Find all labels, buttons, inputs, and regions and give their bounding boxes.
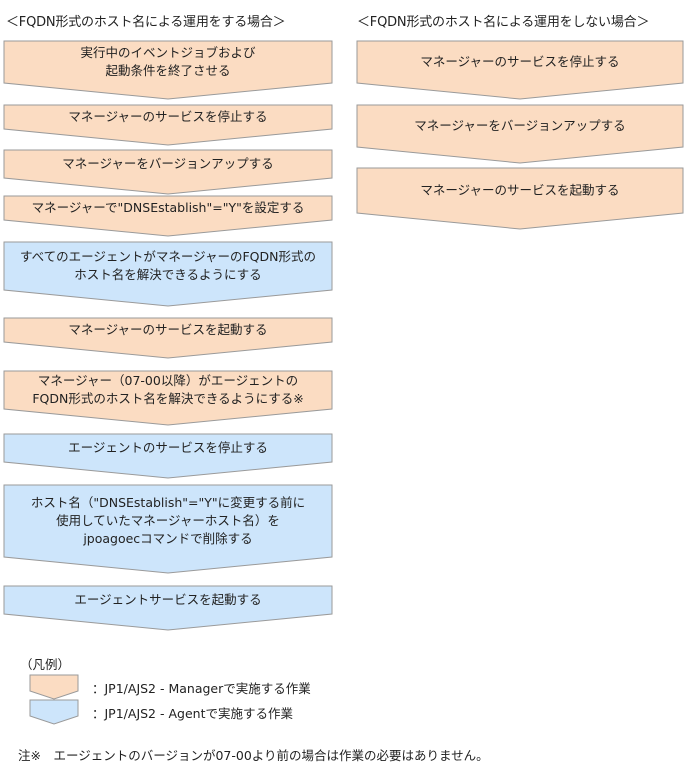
left-step-6: マネージャーのサービスを起動する — [3, 317, 333, 359]
left-step-5-text: すべてのエージェントがマネージャーのFQDN形式の — [20, 249, 316, 264]
left-step-9-text: 使用していたマネージャーホスト名）を — [56, 513, 280, 528]
right-step-2-text: マネージャーをバージョンアップする — [414, 118, 625, 133]
right-step-1-shape — [356, 40, 684, 100]
left-step-2: マネージャーのサービスを停止する — [3, 104, 333, 146]
left-step-9-shape — [3, 484, 333, 574]
left-step-10-text: エージェントサービスを起動する — [74, 592, 261, 607]
left-step-7-text: マネージャー（07-00以降）がエージェントの — [38, 373, 298, 388]
left-step-7: マネージャー（07-00以降）がエージェントの FQDN形式のホスト名を解決できる… — [3, 370, 333, 426]
left-step-9: ホスト名（"DNSEstablish"="Y"に変更する前に使用していたマネージ… — [3, 484, 333, 574]
left-step-10-shape — [3, 585, 333, 631]
left-step-2-text: マネージャーのサービスを停止する — [68, 109, 267, 124]
legend-title: （凡例） — [20, 657, 71, 672]
left-step-6-shape — [3, 317, 333, 359]
left-step-7-shape — [3, 370, 333, 426]
left-step-2-shape — [3, 104, 333, 146]
left-step-3: マネージャーをバージョンアップする — [3, 149, 333, 195]
left-step-9-text: ホスト名（"DNSEstablish"="Y"に変更する前に — [31, 495, 305, 510]
left-column-heading: ＜FQDN形式のホスト名による運用をする場合＞ — [6, 15, 286, 30]
right-step-1-text: マネージャーのサービスを停止する — [420, 54, 619, 69]
legend-manager-swatch — [29, 674, 79, 700]
left-step-10: エージェントサービスを起動する — [3, 585, 333, 631]
right-step-2: マネージャーをバージョンアップする — [356, 104, 684, 164]
left-step-3-shape — [3, 149, 333, 195]
left-step-8: エージェントのサービスを停止する — [3, 433, 333, 479]
right-step-3-shape — [356, 167, 684, 230]
legend-agent-swatch — [29, 699, 79, 725]
left-step-5-text: ホスト名を解決できるようにする — [74, 267, 261, 282]
left-step-4-text: マネージャーで"DNSEstablish"="Y"を設定する — [32, 200, 305, 215]
left-step-6-text: マネージャーのサービスを起動する — [68, 322, 267, 337]
left-step-5-shape — [3, 241, 333, 307]
right-column-heading: ＜FQDN形式のホスト名による運用をしない場合＞ — [357, 15, 650, 30]
left-step-7-text: FQDN形式のホスト名を解決できるようにする※ — [32, 391, 303, 406]
left-step-1-shape — [3, 40, 333, 100]
right-step-3: マネージャーのサービスを起動する — [356, 167, 684, 230]
left-step-3-text: マネージャーをバージョンアップする — [62, 156, 273, 171]
right-step-2-shape — [356, 104, 684, 164]
left-step-1-text: 起動条件を終了させる — [105, 63, 230, 78]
legend-manager-label: ：JP1/AJS2 - Managerで実施する作業 — [92, 681, 311, 696]
left-step-1-text: 実行中のイベントジョブおよび — [80, 45, 256, 60]
left-step-8-shape — [3, 433, 333, 479]
right-step-3-text: マネージャーのサービスを起動する — [420, 183, 619, 198]
left-step-4-shape — [3, 195, 333, 237]
footnote: 注※ エージェントのバージョンが07-00より前の場合は作業の必要はありません。 — [18, 748, 489, 763]
right-step-1: マネージャーのサービスを停止する — [356, 40, 684, 100]
left-step-9-text: jpoagoecコマンドで削除する — [82, 531, 252, 546]
left-step-8-text: エージェントのサービスを停止する — [68, 440, 268, 455]
legend-agent-label: ：JP1/AJS2 - Agentで実施する作業 — [92, 706, 293, 721]
left-step-4: マネージャーで"DNSEstablish"="Y"を設定する — [3, 195, 333, 237]
